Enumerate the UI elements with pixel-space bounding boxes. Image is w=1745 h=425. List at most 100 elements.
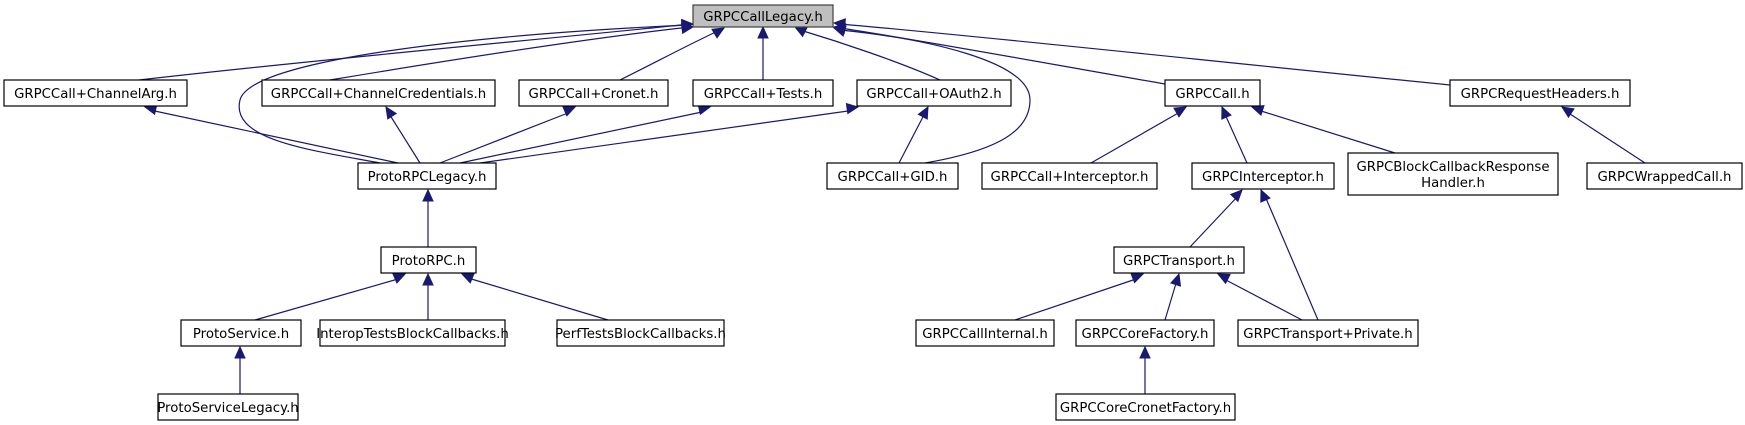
node-tests[interactable]: GRPCCall+Tests.h: [692, 79, 834, 107]
node-box[interactable]: [915, 319, 1055, 347]
node-label: ProtoRPCLegacy.h: [368, 170, 487, 185]
node-label: GRPCTransport+Private.h: [1243, 327, 1412, 342]
node-box[interactable]: [1237, 319, 1419, 347]
node-box[interactable]: [826, 162, 959, 190]
node-box[interactable]: [1191, 162, 1335, 190]
node-label: ProtoService.h: [193, 327, 289, 342]
edge-protorpclegacy-to-channelcred: [385, 105, 421, 164]
edge-line: [619, 29, 721, 81]
edge-line: [149, 109, 399, 164]
edge-line: [1164, 279, 1178, 321]
edge-protoservice-to-protorpc: [254, 273, 407, 321]
edge-line: [1257, 109, 1396, 154]
node-callinternal[interactable]: GRPCCallInternal.h: [915, 319, 1055, 347]
node-box[interactable]: [1075, 319, 1215, 347]
node-callinterceptor[interactable]: GRPCCall+Interceptor.h: [981, 162, 1158, 190]
node-box[interactable]: [556, 319, 725, 347]
node-oauth2[interactable]: GRPCCall+OAuth2.h: [856, 79, 1012, 107]
node-protoservicelegacy[interactable]: ProtoServiceLegacy.h: [157, 393, 299, 421]
arrowhead-icon: [1560, 106, 1575, 119]
edge-line: [1090, 111, 1181, 164]
edge-transport-to-interceptor: [1189, 189, 1243, 248]
node-box[interactable]: [1113, 246, 1245, 274]
node-box[interactable]: [692, 79, 834, 107]
node-grpccall[interactable]: GRPCCall.h: [1164, 79, 1261, 107]
node-wrappedcall[interactable]: GRPCWrappedCall.h: [1586, 162, 1743, 190]
arrowhead-icon: [757, 25, 769, 39]
node-channelarg[interactable]: GRPCCall+ChannelArg.h: [3, 79, 188, 107]
node-box[interactable]: [319, 319, 506, 347]
arrowhead-icon: [422, 188, 434, 202]
node-box[interactable]: [1586, 162, 1743, 190]
node-label: GRPCInterceptor.h: [1202, 170, 1324, 185]
arrowhead-icon: [1173, 106, 1188, 118]
node-label: GRPCCoreFactory.h: [1082, 327, 1209, 342]
node-box[interactable]: [380, 246, 477, 274]
arrowhead-icon: [1216, 273, 1231, 285]
edge-callinternal-to-transport: [1014, 272, 1145, 321]
edge-transportprivate-to-interceptor: [1260, 188, 1319, 321]
edge-line: [1189, 195, 1239, 248]
node-label: GRPCRequestHeaders.h: [1461, 87, 1620, 102]
edge-line: [1264, 195, 1319, 321]
node-root[interactable]: GRPCCallLegacy.h: [692, 4, 834, 28]
node-transportprivate[interactable]: GRPCTransport+Private.h: [1237, 319, 1419, 347]
node-box[interactable]: [1347, 152, 1559, 196]
edge-interoptests-to-protorpc: [422, 272, 434, 320]
node-channelcred[interactable]: GRPCCall+ChannelCredentials.h: [261, 79, 496, 107]
node-label: GRPCBlockCallbackResponse: [1356, 160, 1549, 175]
edge-line: [1223, 111, 1248, 164]
node-box[interactable]: [518, 79, 669, 107]
node-reqheaders[interactable]: GRPCRequestHeaders.h: [1449, 79, 1631, 107]
node-label: GRPCCallLegacy.h: [703, 10, 823, 25]
node-protoservice[interactable]: ProtoService.h: [180, 319, 302, 347]
edge-corecronetfactory-to-corefactory: [1139, 345, 1151, 394]
node-box[interactable]: [856, 79, 1012, 107]
node-protorpc[interactable]: ProtoRPC.h: [380, 246, 477, 274]
node-box[interactable]: [3, 79, 188, 107]
node-label: GRPCTransport.h: [1123, 254, 1235, 269]
arrowhead-icon: [793, 26, 808, 38]
node-box[interactable]: [981, 162, 1158, 190]
node-box[interactable]: [357, 162, 497, 190]
arrowhead-icon: [711, 27, 726, 39]
node-transport[interactable]: GRPCTransport.h: [1113, 246, 1245, 274]
edge-line: [799, 29, 941, 81]
edge-line: [1014, 278, 1137, 321]
node-corecronetfactory[interactable]: GRPCCoreCronetFactory.h: [1055, 393, 1236, 421]
node-interoptests[interactable]: InteropTestsBlockCallbacks.h: [316, 319, 509, 347]
node-box[interactable]: [180, 319, 302, 347]
node-cronet[interactable]: GRPCCall+Cronet.h: [518, 79, 669, 107]
edge-grpccall-to-root: [832, 22, 1166, 85]
edge-protorpc-to-protorpclegacy: [422, 188, 434, 247]
node-box[interactable]: [157, 393, 299, 421]
node-gid[interactable]: GRPCCall+GID.h: [826, 162, 959, 190]
edge-gid-to-root: [832, 25, 1031, 164]
arrowhead-icon: [234, 345, 246, 359]
node-box[interactable]: [1164, 79, 1261, 107]
edge-perftests-to-protorpc: [460, 273, 609, 321]
arrowhead-icon: [385, 105, 398, 120]
node-protorpclegacy[interactable]: ProtoRPCLegacy.h: [357, 162, 497, 190]
node-perftests[interactable]: PerfTestsBlockCallbacks.h: [555, 319, 726, 347]
node-corefactory[interactable]: GRPCCoreFactory.h: [1075, 319, 1215, 347]
node-box[interactable]: [1055, 393, 1236, 421]
arrowhead-icon: [1221, 105, 1232, 120]
node-box[interactable]: [692, 4, 834, 28]
node-label: ProtoServiceLegacy.h: [157, 401, 298, 416]
edge-wrappedcall-to-reqheaders: [1560, 106, 1646, 164]
arrowhead-icon: [845, 102, 860, 115]
node-interceptor[interactable]: GRPCInterceptor.h: [1191, 162, 1335, 190]
node-label: GRPCCall+ChannelArg.h: [14, 87, 177, 102]
edge-line: [387, 111, 421, 164]
node-box[interactable]: [1449, 79, 1631, 107]
edge-line: [138, 23, 691, 81]
node-label: GRPCCall+ChannelCredentials.h: [271, 87, 486, 102]
node-label: ProtoRPC.h: [392, 254, 466, 269]
node-label: GRPCCallInternal.h: [922, 327, 1048, 342]
node-box[interactable]: [261, 79, 496, 107]
edge-line: [467, 277, 609, 321]
edge-line: [898, 112, 926, 164]
